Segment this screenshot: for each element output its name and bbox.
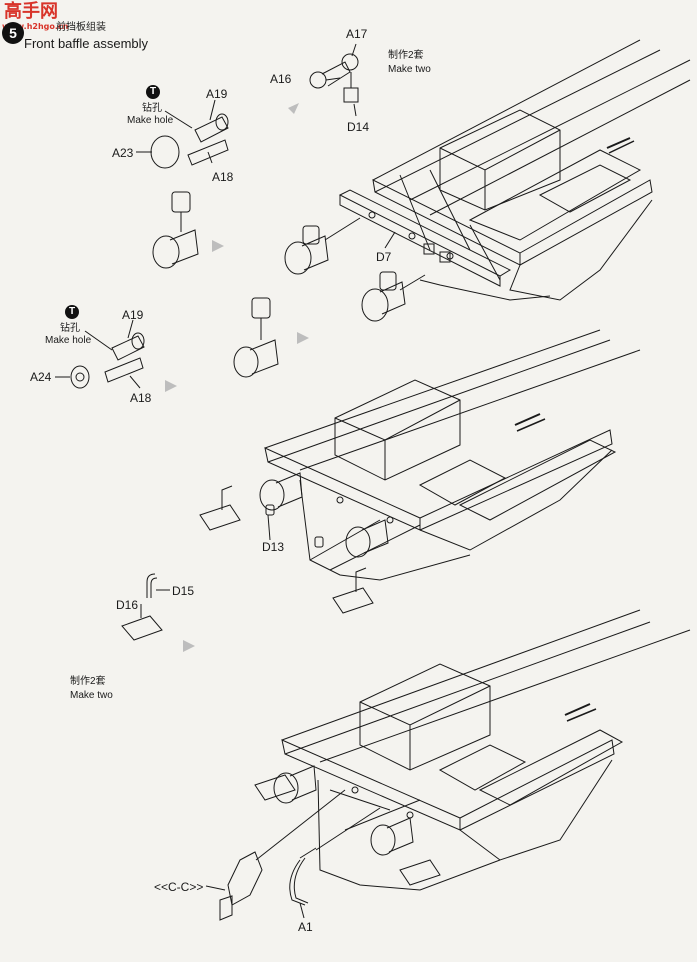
- part-label-a24: A24: [30, 370, 52, 384]
- part-label-a19-top: A19: [206, 87, 228, 101]
- part-label-d16: D16: [116, 598, 139, 612]
- part-label-cc: <<C-C>>: [154, 880, 204, 894]
- part-label-a23: A23: [112, 146, 134, 160]
- leader-lines: [55, 43, 396, 919]
- chassis-bottom-drawing: [219, 609, 691, 921]
- drill-badge-middle: T: [65, 305, 79, 319]
- drill-en-middle: Make hole: [45, 335, 92, 346]
- make-two-cn-bottom: 制作2套: [70, 676, 106, 687]
- step-title-en: Front baffle assembly: [24, 36, 149, 51]
- part-label-a16: A16: [270, 72, 292, 86]
- step-number-badge: 5: [2, 22, 24, 44]
- drill-cn-top: 钻孔: [142, 103, 162, 114]
- part-label-a17: A17: [346, 27, 368, 41]
- watermark-url: www.h2hgo.cn: [2, 22, 69, 31]
- part-label-a18-top: A18: [212, 170, 234, 184]
- part-label-d14: D14: [347, 120, 370, 134]
- drill-badge-top: T: [146, 85, 160, 99]
- make-two-en-bottom: Make two: [70, 690, 113, 701]
- chassis-middle-drawing: [199, 329, 641, 614]
- assembly-arrows: [165, 103, 309, 652]
- watermark-logo: 高手网: [4, 1, 58, 22]
- drill-en-top: Make hole: [127, 115, 174, 126]
- make-two-cn-top: 制作2套: [388, 50, 424, 61]
- part-label-a18-middle: A18: [130, 391, 152, 405]
- part-label-d7: D7: [376, 250, 392, 264]
- chassis-top-drawing: [338, 39, 691, 301]
- part-label-d13: D13: [262, 540, 285, 554]
- bracket-parts: [121, 573, 163, 641]
- site-watermark: 高手网 www.h2hgo.cn: [0, 0, 70, 34]
- part-label-a1: A1: [298, 920, 313, 934]
- headlight-parts-middle: [70, 297, 279, 389]
- step-title-cn: 前挡板组装: [56, 22, 106, 33]
- part-label-a19-middle: A19: [122, 308, 144, 322]
- make-two-en-top: Make two: [388, 64, 431, 75]
- drill-cn-middle: 钻孔: [60, 323, 80, 334]
- part-label-d15: D15: [172, 584, 195, 598]
